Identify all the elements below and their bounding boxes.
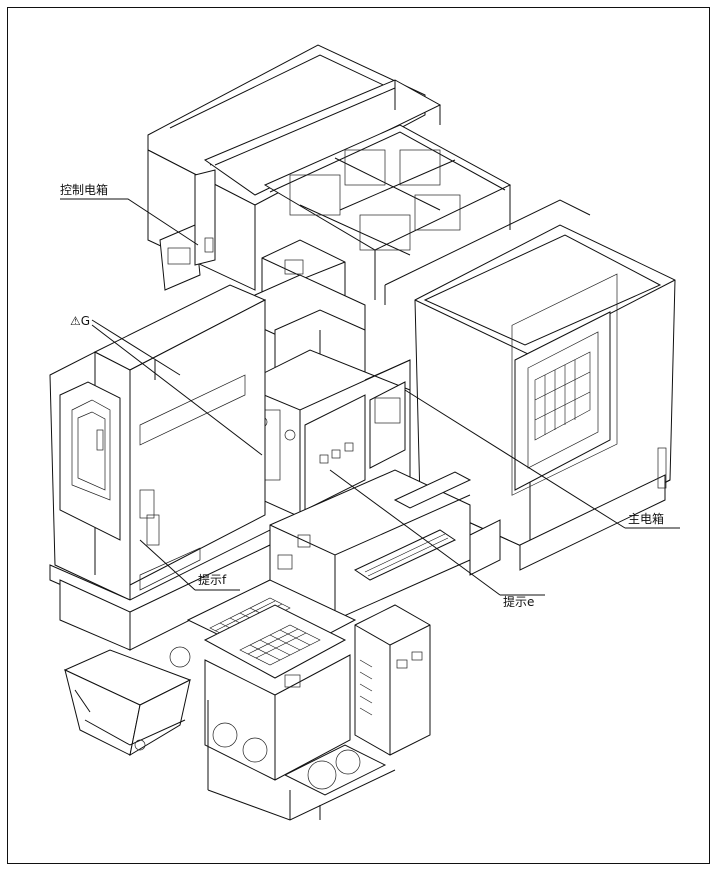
label-note-e: 提示e xyxy=(503,595,535,609)
filter-unit xyxy=(169,579,396,821)
pump-cabinet xyxy=(354,604,431,756)
label-main-box: 主电箱 xyxy=(628,512,665,526)
right-cabinet xyxy=(384,199,676,571)
chip-cart xyxy=(63,649,192,757)
label-control-box: 控制电箱 xyxy=(60,183,109,197)
label-warning-g: ⚠G xyxy=(70,314,91,328)
control-box xyxy=(159,169,216,291)
figure-border xyxy=(7,7,710,864)
left-cabinet xyxy=(49,284,271,651)
leader-lines xyxy=(60,198,680,596)
label-note-f: 提示f xyxy=(198,573,227,587)
tank-area xyxy=(263,124,512,300)
